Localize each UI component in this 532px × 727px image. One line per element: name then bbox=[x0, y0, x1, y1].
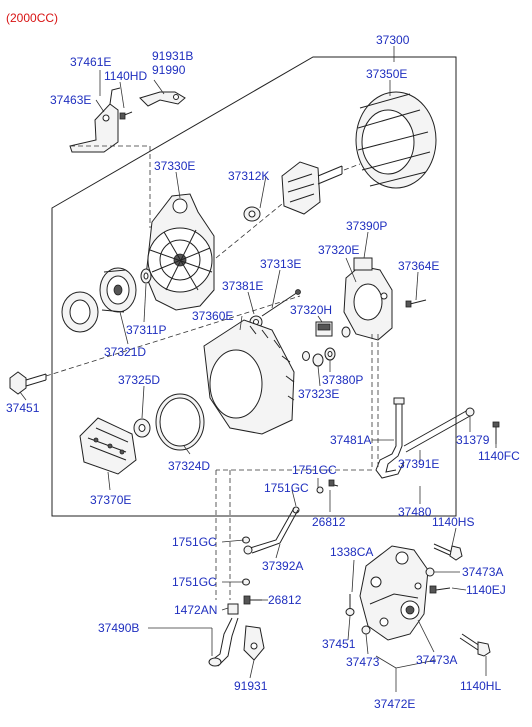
label-1140HL: 1140HL bbox=[460, 679, 501, 693]
label-1140HD: 1140HD bbox=[104, 69, 147, 83]
label-37320H: 37320H bbox=[290, 303, 332, 317]
engine-variant-note: (2000CC) bbox=[6, 11, 58, 25]
pulley-part bbox=[99, 267, 137, 313]
screw-37364e-part bbox=[405, 299, 427, 308]
label-37390P: 37390P bbox=[346, 219, 387, 233]
label-37330E: 37330E bbox=[154, 159, 195, 173]
front-bracket-part bbox=[145, 193, 215, 311]
label-37473: 37473 bbox=[346, 655, 380, 669]
clamp-lower-part bbox=[242, 536, 250, 586]
clamp-upper-part bbox=[292, 479, 339, 514]
bolt-1140ej-part bbox=[429, 585, 451, 594]
insulator-plate-part bbox=[155, 393, 205, 451]
bolt-37451-left-part bbox=[9, 371, 47, 395]
label-37312K: 37312K bbox=[228, 169, 269, 183]
alternator-assembly-frame bbox=[51, 56, 457, 517]
vacuum-pump-part bbox=[359, 545, 429, 641]
label-1751GC-left-upper: 1751GC bbox=[172, 535, 217, 549]
assembly-dashed-lines bbox=[45, 145, 379, 600]
label-37481A: 37481A bbox=[330, 433, 371, 447]
stator-part bbox=[355, 91, 437, 189]
label-37364E: 37364E bbox=[398, 259, 439, 273]
label-37480: 37480 bbox=[398, 505, 432, 519]
label-1751GC-mid: 1751GC bbox=[264, 481, 309, 495]
label-37490B: 37490B bbox=[98, 621, 139, 635]
washer-37325d-part bbox=[133, 418, 151, 438]
fitting-37473a-part bbox=[425, 567, 435, 577]
label-37463E: 37463E bbox=[50, 93, 91, 107]
label-37473A-lower: 37473A bbox=[416, 653, 457, 667]
label-26812-upper: 26812 bbox=[312, 515, 346, 529]
label-37325D: 37325D bbox=[118, 373, 160, 387]
label-37451-pump: 37451 bbox=[322, 637, 356, 651]
label-37472E: 37472E bbox=[374, 697, 415, 711]
label-1140EJ: 1140EJ bbox=[466, 583, 506, 597]
label-91931B: 91931B bbox=[152, 49, 193, 63]
label-37360E: 37360E bbox=[192, 309, 233, 323]
label-31379: 31379 bbox=[456, 433, 490, 447]
spacer-part bbox=[140, 268, 152, 284]
label-37300: 37300 bbox=[376, 33, 410, 47]
label-1140FC: 1140FC bbox=[478, 449, 520, 463]
label-37321D: 37321D bbox=[104, 345, 146, 359]
label-37324D: 37324D bbox=[168, 459, 210, 473]
rotor-bearing-part bbox=[243, 206, 261, 222]
part-labels: 37300 37350E 37461E 91931B 91990 1140HD … bbox=[6, 33, 520, 711]
label-1140HS: 1140HS bbox=[432, 515, 474, 529]
label-1751GC-upper: 1751GC bbox=[292, 463, 337, 477]
nut-washer-set-part bbox=[302, 326, 351, 367]
label-37381E: 37381E bbox=[222, 279, 263, 293]
clip-91931b-part bbox=[139, 91, 186, 107]
label-37323E: 37323E bbox=[298, 387, 339, 401]
pulley-nut-part bbox=[61, 291, 99, 333]
bolt-1338ca-part bbox=[345, 594, 355, 616]
label-1472AN: 1472AN bbox=[174, 603, 217, 617]
leader-lines bbox=[19, 46, 497, 692]
label-37313E: 37313E bbox=[260, 257, 301, 271]
bolt-1140hd-part bbox=[119, 111, 133, 120]
bolt-1140hl-part bbox=[459, 633, 491, 657]
regulator-part bbox=[343, 257, 393, 341]
brush-holder-part bbox=[315, 321, 333, 337]
lower-hose-part bbox=[208, 617, 239, 667]
label-37380P: 37380P bbox=[322, 373, 363, 387]
fitting-1472an-part bbox=[227, 603, 239, 615]
label-26812-lower: 26812 bbox=[268, 593, 302, 607]
label-91931: 91931 bbox=[234, 679, 268, 693]
rectifier-part bbox=[79, 417, 137, 475]
through-bolt-part bbox=[261, 289, 301, 317]
rotor-part bbox=[281, 161, 343, 215]
label-37473A-upper: 37473A bbox=[462, 565, 503, 579]
vacuum-pipe-part bbox=[403, 407, 475, 453]
label-37311P: 37311P bbox=[126, 323, 166, 337]
label-37370E: 37370E bbox=[90, 493, 131, 507]
bolt-1140hs-part bbox=[433, 543, 463, 561]
label-91990: 91990 bbox=[152, 63, 186, 77]
oil-pipe-part bbox=[243, 507, 299, 555]
bracket-part bbox=[69, 87, 121, 153]
rear-cover-part bbox=[203, 319, 295, 435]
label-37320E: 37320E bbox=[318, 243, 359, 257]
bolt-26812-lower-part bbox=[243, 595, 262, 605]
label-37461E: 37461E bbox=[70, 55, 111, 69]
clip-91931-part bbox=[243, 625, 265, 661]
label-37392A: 37392A bbox=[262, 559, 303, 573]
label-37451-left: 37451 bbox=[6, 401, 40, 415]
fitting-37473-part bbox=[361, 625, 371, 635]
label-1338CA: 1338CA bbox=[330, 545, 373, 559]
label-37350E: 37350E bbox=[366, 67, 407, 81]
label-37391E: 37391E bbox=[398, 457, 439, 471]
label-1751GC-left-lower: 1751GC bbox=[172, 575, 217, 589]
